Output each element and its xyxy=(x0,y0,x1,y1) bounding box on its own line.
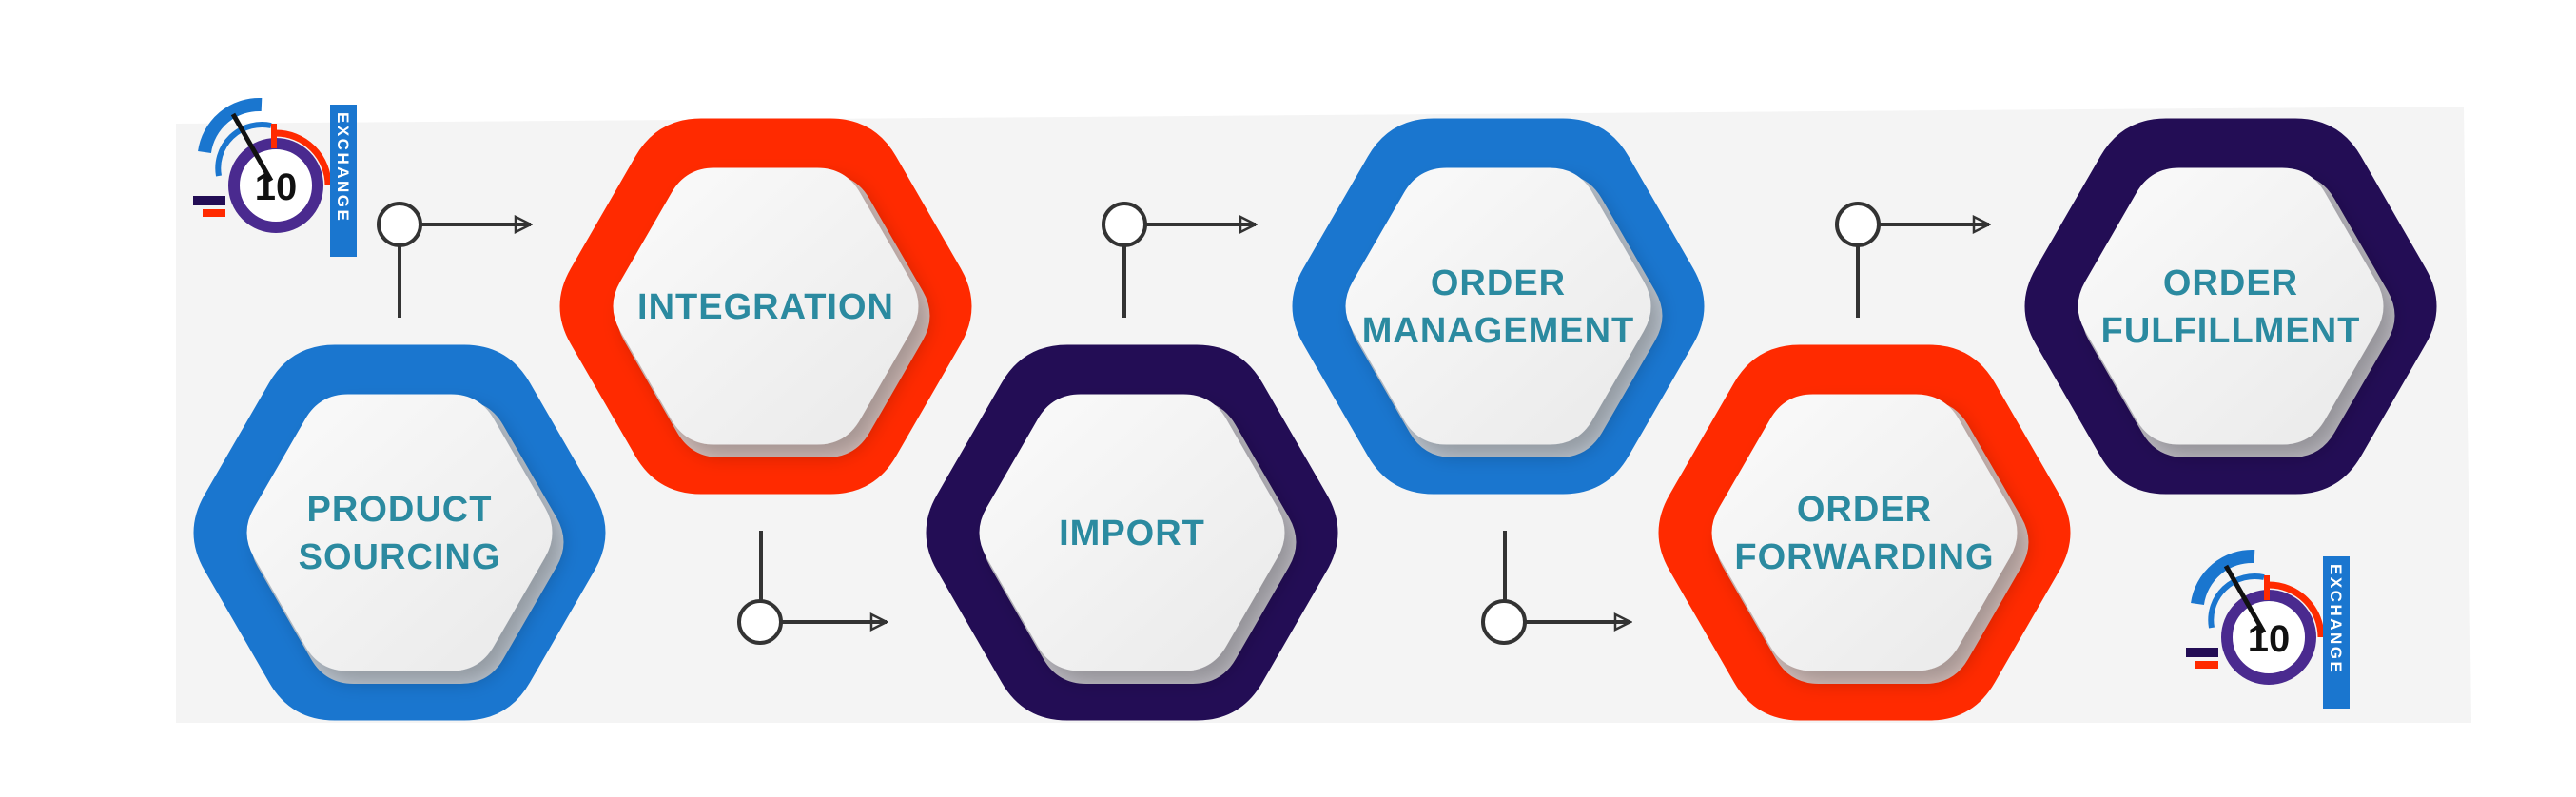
process-step-5: ORDER FORWARDING xyxy=(1658,344,2071,721)
logo-number: 10 xyxy=(2248,618,2291,660)
hexagon-inner xyxy=(979,394,1285,671)
process-step-3: IMPORT xyxy=(926,344,1338,721)
step-label-line: FORWARDING xyxy=(1734,537,1994,577)
logo-needle xyxy=(230,112,274,183)
logo-bar xyxy=(203,209,225,217)
logo-wordmark: EXCHANGE xyxy=(334,112,352,223)
connectors-layer xyxy=(377,202,1989,645)
step-label-line: FULFILLMENT xyxy=(2101,311,2361,351)
step-label-line: ORDER xyxy=(1431,263,1566,303)
logo-arc xyxy=(2208,573,2265,629)
logo-arc xyxy=(215,121,272,177)
hexagon-inner xyxy=(613,167,919,445)
connector-node xyxy=(1835,202,1881,247)
connector-node xyxy=(377,202,422,247)
step-label-line: MANAGEMENT xyxy=(1362,311,1635,351)
hexagons-layer: PRODUCT SOURCING INTEGRATION IMPORT ORDER MAN… xyxy=(193,118,2437,721)
step-label-line: ORDER xyxy=(1797,490,1932,530)
logo-bar xyxy=(193,196,225,205)
process-step-6: ORDER FULFILLMENT xyxy=(2024,118,2437,495)
connector-node xyxy=(1102,202,1147,247)
hexagon-inner xyxy=(1345,167,1651,445)
connector-arrow xyxy=(737,531,887,645)
connector-arrow xyxy=(1102,202,1256,318)
10-exchange-logo-icon: 10 EXCHANGE xyxy=(193,97,357,257)
hexagon-inner xyxy=(246,394,553,671)
logo-arc xyxy=(2268,581,2325,638)
process-step-2: INTEGRATION xyxy=(559,118,972,495)
logo-arc xyxy=(2191,549,2255,606)
logo-bar xyxy=(2264,575,2270,600)
logo-wordmark: EXCHANGE xyxy=(2327,564,2345,674)
logo-arc xyxy=(275,129,332,186)
step-label-line: INTEGRATION xyxy=(637,287,894,327)
logo-bar xyxy=(2195,661,2218,669)
process-step-1: PRODUCT SOURCING xyxy=(193,344,606,721)
hexagon-inner xyxy=(1711,394,2018,671)
logo-bar xyxy=(271,124,277,148)
step-label-line: PRODUCT xyxy=(307,490,493,530)
connector-arrow xyxy=(1481,531,1630,645)
logo-arc xyxy=(198,97,263,154)
logo-needle xyxy=(2223,564,2267,634)
logo-bar xyxy=(2186,648,2218,657)
10-exchange-logo-icon: 10 EXCHANGE xyxy=(2186,549,2350,709)
step-label-line: SOURCING xyxy=(299,537,501,577)
connector-arrow xyxy=(377,202,531,318)
process-step-4: ORDER MANAGEMENT xyxy=(1292,118,1705,495)
logo-wordmark-bar xyxy=(2323,556,2350,709)
connector-node xyxy=(1481,599,1527,645)
hexagon-inner xyxy=(2078,167,2384,445)
connector-node xyxy=(737,599,783,645)
step-label-line: IMPORT xyxy=(1059,514,1205,554)
logo-number: 10 xyxy=(255,166,298,208)
connector-arrow xyxy=(1835,202,1989,318)
logo-wordmark-bar xyxy=(330,105,357,257)
step-label-line: ORDER xyxy=(2163,263,2298,303)
